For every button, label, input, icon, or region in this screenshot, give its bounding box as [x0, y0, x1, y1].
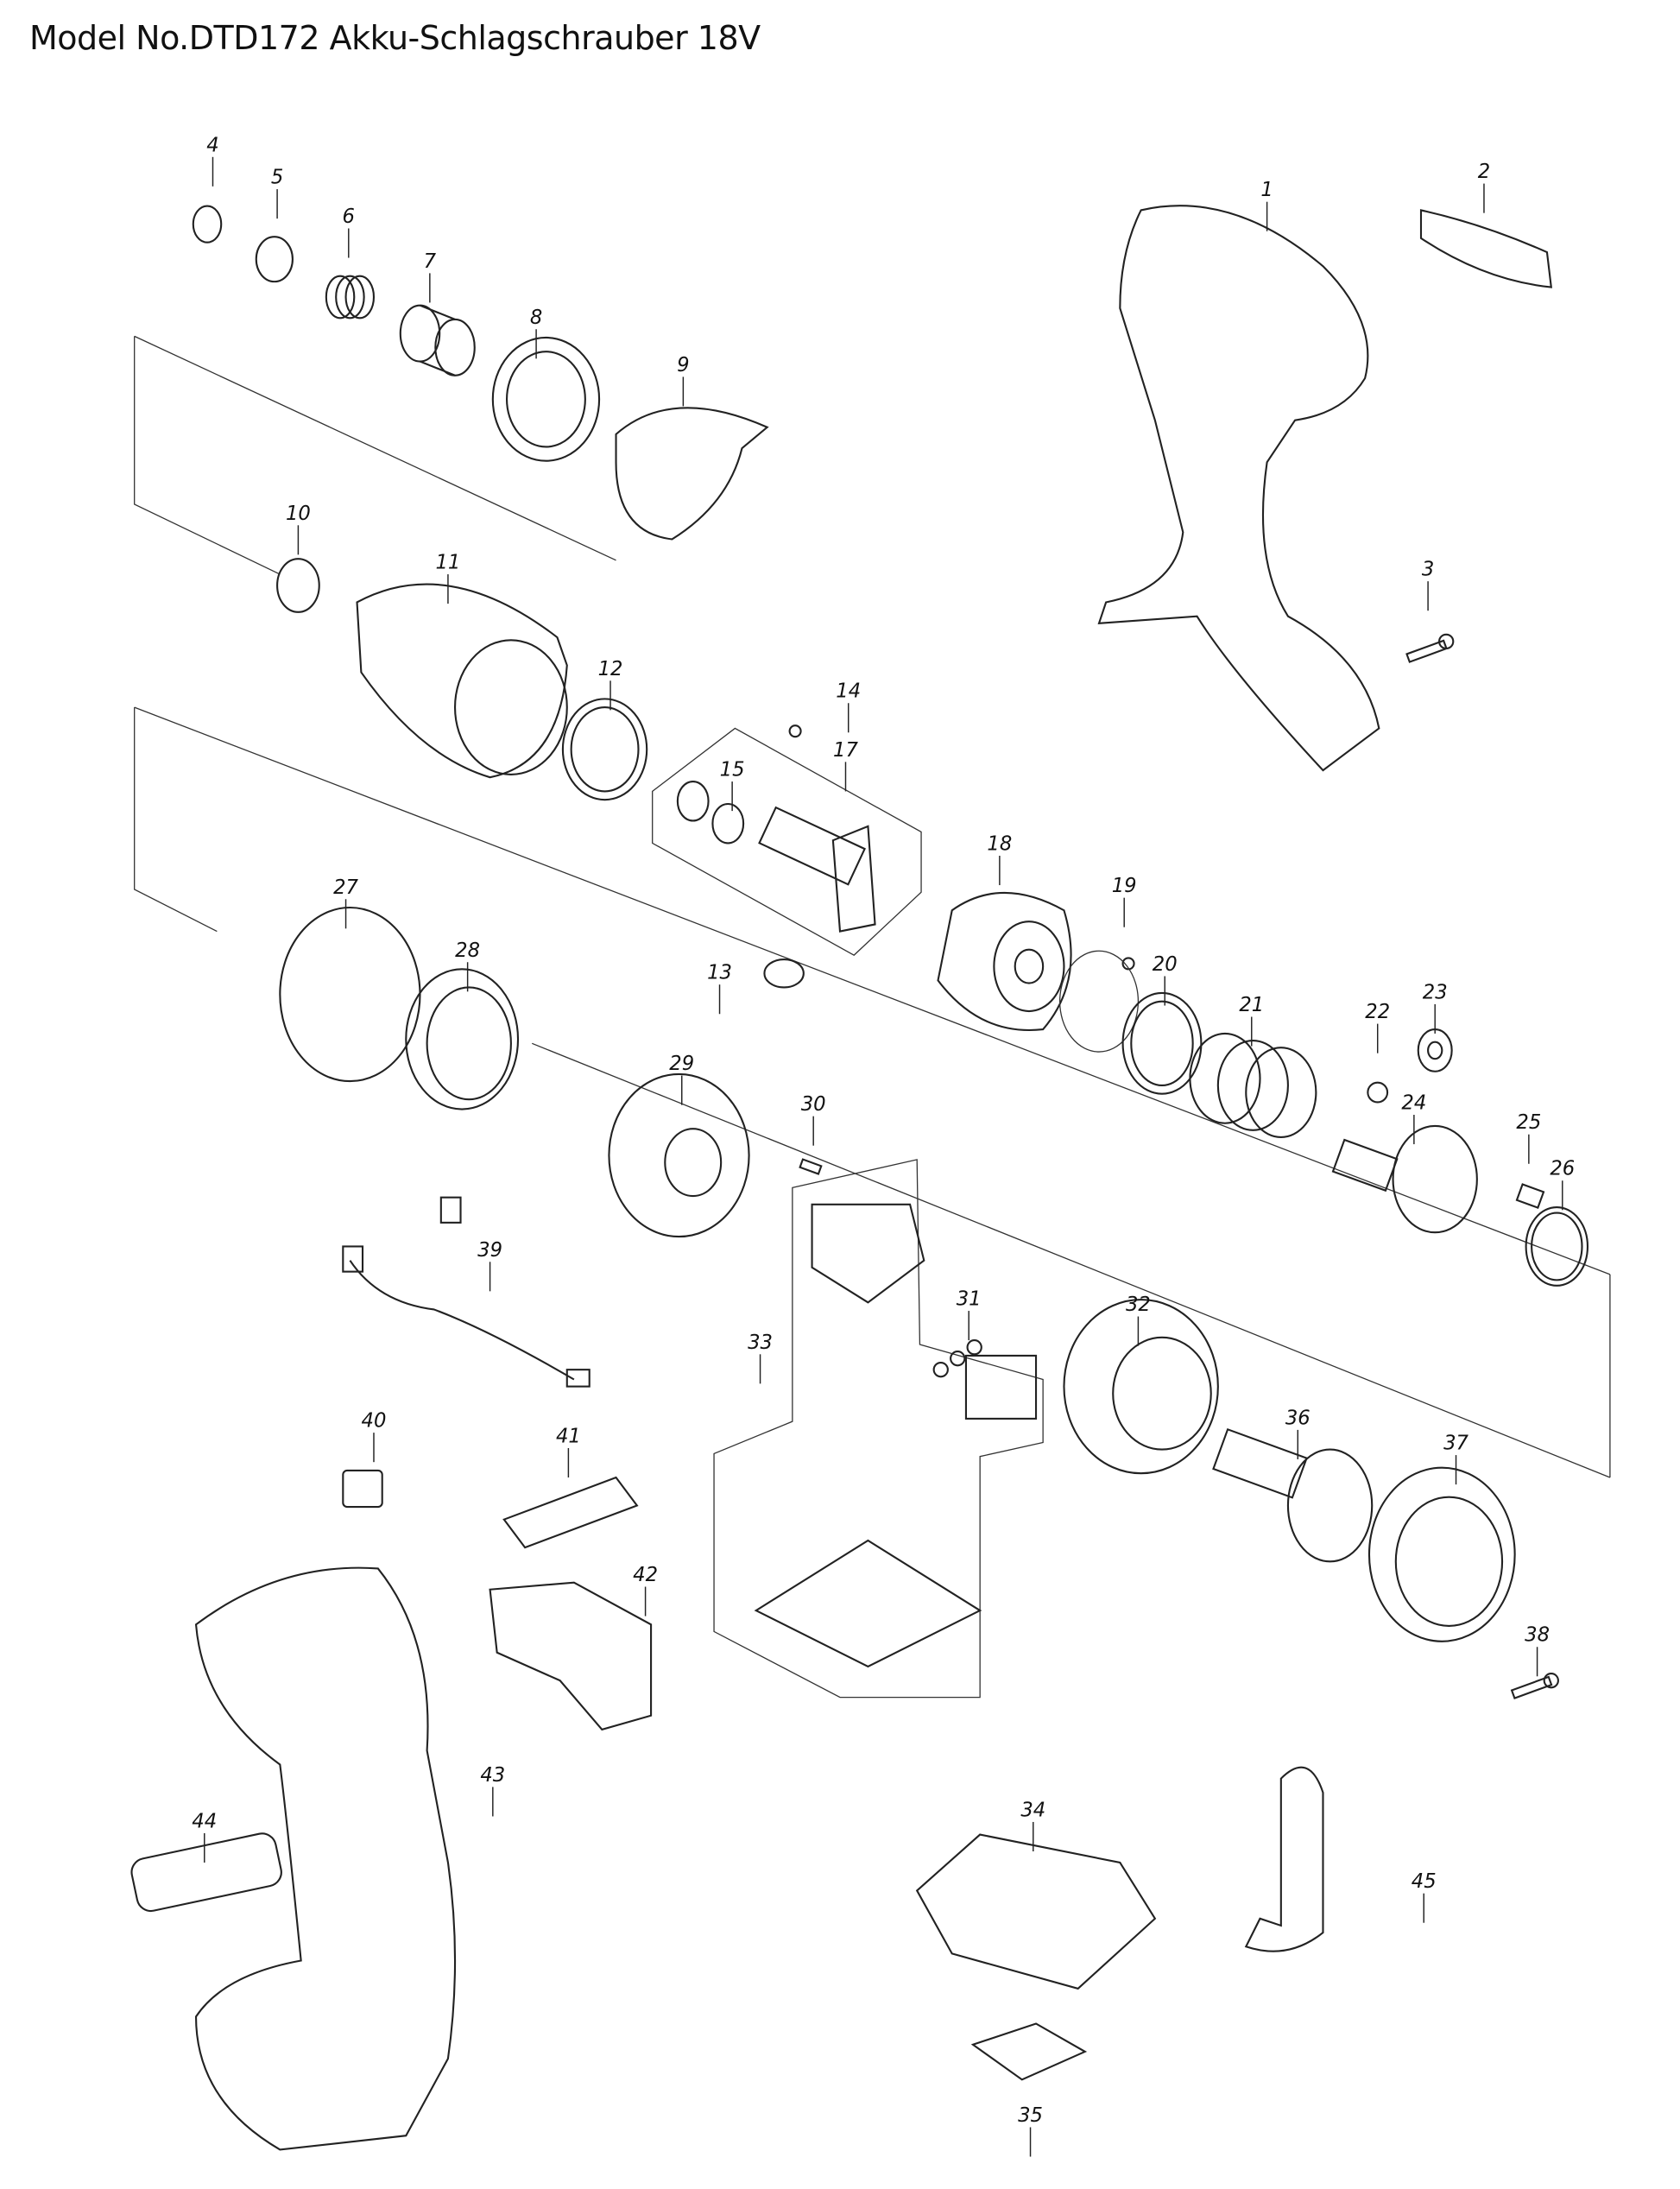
part-label-31: 31	[957, 1288, 982, 1311]
part-label-22: 22	[1365, 1001, 1390, 1023]
part-label-27: 27	[333, 876, 358, 899]
part-11-hammer-case	[356, 583, 568, 779]
part-label-2: 2	[1478, 161, 1490, 183]
part-17-anvil	[758, 806, 876, 933]
part-label-32: 32	[1126, 1294, 1151, 1316]
part-label-33: 33	[748, 1332, 773, 1354]
part-label-5: 5	[271, 167, 283, 189]
part-27-o-ring	[279, 906, 421, 1083]
part-label-21: 21	[1239, 994, 1264, 1016]
part-40-switch-knob	[342, 1469, 383, 1509]
part-13-sleeve	[763, 958, 805, 989]
part-label-37: 37	[1443, 1433, 1468, 1455]
part-label-28: 28	[455, 939, 480, 962]
part-28-ring-gear	[405, 968, 520, 1110]
part-21-spring	[1189, 1032, 1317, 1139]
part-label-42: 42	[633, 1564, 658, 1586]
part-20-washer	[1121, 991, 1203, 1095]
part-24-spindle	[1331, 1124, 1478, 1234]
part-41-lever	[502, 1476, 639, 1549]
part-label-40: 40	[362, 1410, 387, 1433]
part-36-rotor	[1212, 1427, 1374, 1563]
part-label-26: 26	[1550, 1158, 1575, 1180]
part-22-ball	[1367, 1081, 1389, 1104]
part-label-4: 4	[206, 134, 218, 156]
part-label-15: 15	[720, 759, 745, 781]
part-6-spring	[325, 275, 376, 319]
part-38-screw	[1510, 1673, 1559, 1699]
part-label-30: 30	[801, 1093, 826, 1116]
part-19-washer-outline	[1058, 950, 1140, 1053]
part-31-screws	[932, 1339, 1038, 1420]
part-9-bumper	[615, 407, 769, 541]
part-15-o-rings	[676, 781, 745, 845]
part-label-12: 12	[598, 658, 623, 680]
part-label-39: 39	[477, 1239, 502, 1262]
part-7-sleeve	[399, 304, 476, 376]
part-label-43: 43	[480, 1764, 505, 1787]
part-34-terminal	[915, 1833, 1157, 1990]
part-14-ball	[788, 724, 802, 738]
part-label-34: 34	[1020, 1799, 1045, 1821]
part-2-nameplate	[1419, 209, 1553, 288]
part-8-ring	[491, 336, 601, 462]
part-45-hook	[1244, 1766, 1324, 1952]
part-17-group-box	[652, 727, 922, 956]
part-1-housing-set	[1097, 205, 1380, 772]
part-label-19: 19	[1112, 875, 1137, 897]
part-label-10: 10	[286, 503, 311, 525]
part-12-ring	[561, 698, 648, 801]
page-title: Model No.DTD172 Akku-Schlagschrauber 18V	[29, 19, 761, 57]
part-label-38: 38	[1525, 1624, 1550, 1647]
part-label-20: 20	[1153, 953, 1178, 976]
part-3-screw	[1405, 633, 1455, 663]
part-label-13: 13	[707, 962, 732, 984]
part-23-nut	[1417, 1028, 1453, 1072]
part-label-23: 23	[1423, 981, 1448, 1003]
part-44-plate	[130, 1832, 282, 1913]
part-29-bearing-retainer	[608, 1072, 750, 1238]
part-33-controller	[754, 1203, 982, 1668]
part-26-ring	[1525, 1205, 1589, 1287]
part-18-hammer	[937, 892, 1072, 1031]
part-10-ring	[276, 558, 320, 613]
part-label-17: 17	[833, 739, 858, 762]
part-label-1: 1	[1260, 179, 1273, 201]
part-label-24: 24	[1401, 1092, 1426, 1115]
part-label-41: 41	[556, 1425, 581, 1447]
part-33-group-box	[713, 1159, 1044, 1699]
leader-lines	[204, 156, 1563, 2157]
part-43-housing-set	[194, 1566, 457, 2151]
part-32-stator	[1063, 1299, 1219, 1475]
assembly-guide-line-top	[134, 336, 281, 575]
part-label-11: 11	[435, 552, 460, 574]
part-label-14: 14	[836, 680, 861, 703]
part-label-35: 35	[1018, 2104, 1043, 2127]
part-label-6: 6	[343, 206, 355, 228]
part-label-45: 45	[1412, 1870, 1437, 1893]
part-30-screw	[799, 1158, 823, 1175]
part-19-ball	[1121, 957, 1135, 971]
part-label-9: 9	[677, 354, 689, 376]
part-4-ring	[192, 205, 223, 244]
part-42-switch	[489, 1581, 653, 1731]
part-37-rear-cover	[1367, 1466, 1516, 1642]
part-label-8: 8	[530, 307, 542, 329]
part-label-44: 44	[192, 1810, 217, 1832]
part-label-25: 25	[1516, 1111, 1541, 1134]
part-label-7: 7	[424, 250, 437, 273]
part-label-36: 36	[1285, 1407, 1311, 1429]
part-25-pin	[1515, 1183, 1545, 1210]
part-5-ring	[255, 236, 294, 283]
part-35-label	[970, 2022, 1088, 2081]
part-label-29: 29	[669, 1053, 694, 1075]
assembly-guide-line-main	[134, 707, 218, 933]
part-label-18: 18	[987, 833, 1012, 856]
part-label-3: 3	[1422, 559, 1434, 581]
part-39-lead-wire	[342, 1196, 591, 1388]
